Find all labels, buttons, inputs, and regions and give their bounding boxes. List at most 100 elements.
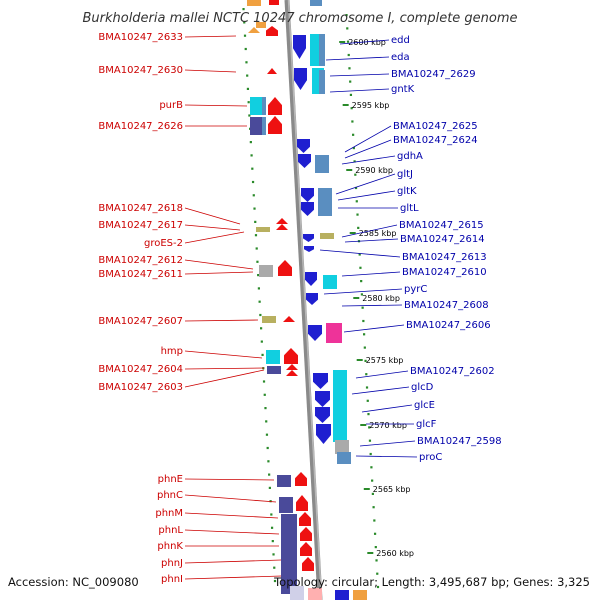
gene-label-right[interactable]: glcD: [411, 382, 434, 393]
leader-right: [343, 324, 405, 333]
tick-dot-left: [267, 460, 270, 463]
leader-left: [184, 319, 259, 322]
gene-label-right[interactable]: pyrC: [404, 284, 427, 295]
tick-dot-right: [349, 80, 352, 83]
tick-dot-left: [273, 579, 277, 583]
gene-label-right[interactable]: BMA10247_2614: [400, 234, 485, 245]
gene-arrow-reverse: [301, 202, 314, 216]
gene-label-left[interactable]: groES-2: [144, 238, 183, 249]
gene-block: [320, 233, 334, 239]
leader-right: [335, 173, 396, 195]
gene-label-left[interactable]: BMA10247_2612: [98, 255, 183, 266]
tick-dot-left: [266, 446, 269, 450]
tick-dot-right: [360, 280, 363, 283]
gene-label-right[interactable]: BMA10247_2629: [391, 69, 476, 80]
tick-dot-left: [253, 207, 256, 210]
gene-arrow-reverse: [305, 272, 317, 286]
gene-arrow-forward-small: [286, 370, 298, 376]
gene-label-left[interactable]: phnK: [157, 541, 183, 552]
scale-label: 2580 kbp: [362, 294, 400, 303]
gene-label-right[interactable]: gntK: [391, 84, 415, 95]
gene-features: [247, 0, 367, 600]
gene-arrow-forward: [300, 527, 312, 541]
gene-label-left[interactable]: BMA10247_2630: [98, 65, 183, 76]
leader-right: [323, 288, 403, 295]
gene-label-left[interactable]: BMA10247_2617: [98, 220, 183, 231]
gene-label-left[interactable]: phnL: [158, 525, 183, 536]
scale-label: 2595 kbp: [352, 101, 390, 110]
gene-block: [250, 117, 264, 135]
gene-arrow-forward-small: [276, 218, 288, 224]
gene-arrow-forward: [299, 512, 311, 526]
tick-dot-right: [357, 226, 360, 229]
gene-label-right[interactable]: eda: [391, 52, 410, 63]
gene-arrow-reverse: [303, 234, 314, 242]
gene-label-left[interactable]: BMA10247_2603: [98, 382, 183, 393]
tick-dot-left: [248, 114, 251, 117]
gene-label-left[interactable]: BMA10247_2626: [98, 121, 183, 132]
tick-dot-right: [355, 200, 358, 203]
leader-right: [339, 39, 390, 45]
gene-label-left[interactable]: phnC: [157, 490, 183, 501]
tick-dot-right: [362, 333, 366, 336]
gene-label-right[interactable]: proC: [419, 452, 442, 463]
gene-arrow-reverse: [315, 407, 330, 423]
gene-label-right[interactable]: BMA10247_2615: [399, 220, 484, 231]
gene-label-right[interactable]: glcF: [416, 419, 437, 430]
gene-label-right[interactable]: BMA10247_2610: [402, 267, 487, 278]
gene-arrow-forward: [302, 557, 314, 571]
gene-label-right[interactable]: BMA10247_2624: [393, 135, 478, 146]
gene-label-left[interactable]: purB: [159, 100, 183, 111]
gene-block: [267, 366, 281, 374]
leader-right: [355, 370, 409, 379]
gene-label-left[interactable]: hmp: [161, 346, 183, 357]
tick-dot-left: [258, 300, 261, 303]
gene-arrow-reverse: [301, 188, 314, 202]
gene-label-right[interactable]: gdhA: [397, 151, 423, 162]
gene-label-left[interactable]: phnI: [161, 574, 183, 585]
gene-arrow-forward-small: [267, 68, 277, 74]
leader-left: [184, 478, 275, 481]
tick-dot-right: [363, 346, 366, 349]
tick-dot-right: [359, 266, 362, 269]
gene-block: [277, 475, 291, 487]
tick-dot-right: [367, 413, 370, 416]
gene-block: [323, 275, 337, 289]
gene-label-right[interactable]: edd: [391, 35, 410, 46]
tick-dot-right: [376, 572, 379, 575]
gene-label-right[interactable]: gltK: [397, 186, 417, 197]
gene-label-right[interactable]: glcE: [414, 400, 435, 411]
leader-right: [337, 190, 396, 201]
tick-dot-right: [358, 253, 361, 256]
tick-dot-left: [273, 566, 276, 569]
gene-label-left[interactable]: phnE: [158, 474, 183, 485]
gene-label-left[interactable]: phnM: [155, 508, 183, 519]
gene-block: [262, 117, 266, 135]
gene-block: [337, 452, 351, 464]
gene-label-right[interactable]: gltL: [400, 203, 419, 214]
gene-label-right[interactable]: BMA10247_2598: [417, 436, 502, 447]
tick-dot-left: [270, 526, 274, 529]
tick-dot-right: [372, 506, 375, 509]
tick-dot-right: [356, 213, 359, 216]
gene-label-right[interactable]: BMA10247_2625: [393, 121, 478, 132]
leader-right: [355, 455, 418, 458]
gene-label-left[interactable]: BMA10247_2604: [98, 364, 183, 375]
gene-label-right[interactable]: BMA10247_2606: [406, 320, 491, 331]
tick-dot-left: [252, 194, 255, 197]
gene-block: [319, 70, 325, 94]
gene-label-left[interactable]: BMA10247_2618: [98, 203, 183, 214]
gene-label-left[interactable]: BMA10247_2611: [98, 269, 183, 280]
gene-label-right[interactable]: BMA10247_2613: [402, 252, 487, 263]
tick-dot-left: [268, 473, 271, 476]
tick-dot-left: [255, 247, 258, 250]
gene-label-left[interactable]: BMA10247_2607: [98, 316, 183, 327]
gene-label-left[interactable]: phnJ: [161, 558, 183, 569]
gene-label-right[interactable]: BMA10247_2602: [410, 366, 495, 377]
gene-label-left[interactable]: BMA10247_2633: [98, 32, 183, 43]
gene-label-right[interactable]: BMA10247_2608: [404, 300, 489, 311]
gene-block: [247, 0, 261, 6]
gene-label-right[interactable]: gltJ: [397, 169, 413, 180]
tick-dot-left: [257, 287, 261, 290]
